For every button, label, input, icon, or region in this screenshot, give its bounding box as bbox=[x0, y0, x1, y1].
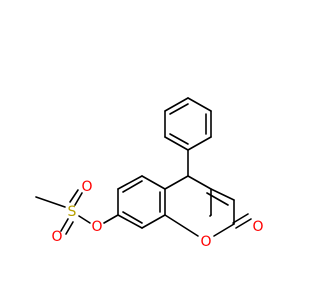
bond-line bbox=[164, 175, 189, 190]
bond-line bbox=[117, 175, 143, 190]
ring-oxygen-label: O bbox=[200, 234, 211, 250]
sulfonyl-oxygen-lower-label: O bbox=[51, 229, 62, 245]
bond-line bbox=[60, 218, 69, 232]
bond-line bbox=[35, 196, 66, 208]
bond-line bbox=[169, 133, 189, 145]
bond-line bbox=[122, 180, 143, 193]
bond-line bbox=[187, 136, 212, 151]
bond-line bbox=[69, 189, 79, 203]
bond-line bbox=[164, 97, 189, 112]
bond-line bbox=[187, 97, 212, 112]
molecule-structure-diagram: S O O O O O bbox=[35, 97, 264, 250]
bond-lines bbox=[35, 97, 252, 237]
sulfonyl-oxygen-upper-label: O bbox=[81, 179, 92, 195]
bond-line bbox=[141, 214, 166, 229]
bond-line bbox=[74, 192, 83, 206]
bond-line bbox=[210, 188, 235, 201]
bond-line bbox=[117, 214, 143, 229]
bond-line bbox=[235, 218, 252, 229]
bond-line bbox=[232, 213, 249, 224]
carbonyl-oxygen-label: O bbox=[252, 219, 263, 235]
sulfur-atom-label: S bbox=[68, 204, 77, 220]
bond-line bbox=[164, 136, 189, 151]
bond-line bbox=[65, 221, 74, 235]
bond-line bbox=[164, 214, 199, 237]
bond-line bbox=[187, 175, 212, 190]
bond-line bbox=[209, 214, 212, 217]
bond-line bbox=[206, 192, 229, 206]
bond-line bbox=[169, 103, 189, 115]
bond-line bbox=[103, 214, 119, 224]
bond-line bbox=[78, 215, 91, 224]
bond-line bbox=[141, 175, 166, 190]
bond-line bbox=[122, 211, 143, 224]
atom-labels: S O O O O O bbox=[51, 179, 263, 250]
bond-line bbox=[213, 223, 235, 237]
ester-oxygen-label: O bbox=[91, 219, 102, 235]
